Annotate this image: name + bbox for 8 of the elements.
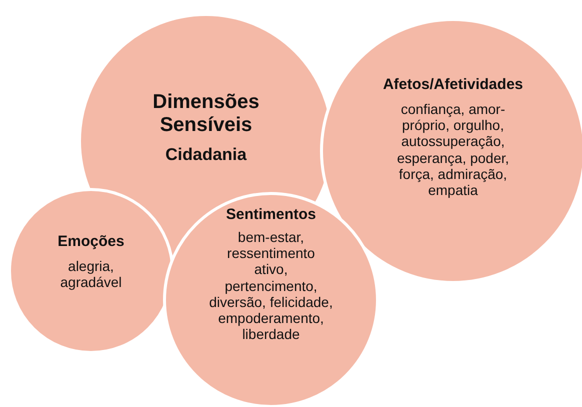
circle-text: confiança, amor-próprio, orgulho, autossuperação, esperança, poder, força, admiração, empatia (396, 101, 510, 198)
circle-heading: Sentimentos (226, 206, 316, 224)
circle-text: bem-estar, ressentimento ativo, pertencimento, diversão, felicidade, empoderamento, liberdade (208, 229, 334, 342)
circle-text: alegria, agradável (59, 258, 123, 290)
circle-title: Dimensões Sensíveis (152, 91, 260, 137)
circle-heading: Afetos/Afetividades (382, 76, 524, 94)
circle-heading: Emoções (58, 233, 124, 250)
circle-subtitle: Cidadania (165, 145, 247, 165)
